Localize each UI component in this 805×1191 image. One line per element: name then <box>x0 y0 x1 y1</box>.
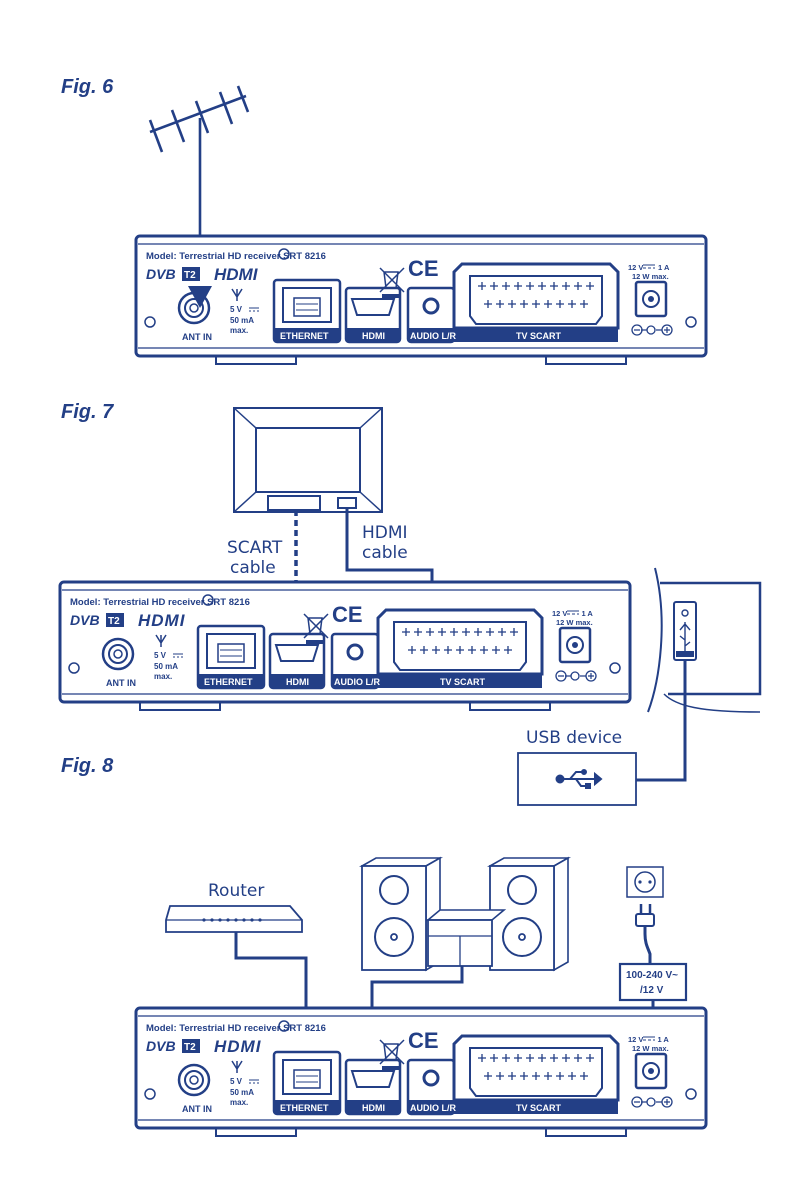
usb-device <box>517 752 637 806</box>
router-label: Router <box>208 881 264 901</box>
dvb-t2-badge: T2 <box>184 270 196 281</box>
model-label: Model: Terrestrial HD receiver SRT 8216 <box>146 251 326 262</box>
receiver-text-master: Model: Terrestrial HD receiver SRT 8216 … <box>146 251 670 342</box>
power-watts: 12 W max. <box>632 272 669 281</box>
ant-in-label: ANT IN <box>182 332 212 342</box>
figure-7-title: Fig. 7 <box>61 401 114 423</box>
scart-cable-label-2: cable <box>230 558 276 578</box>
ethernet-label: ETHERNET <box>280 331 329 341</box>
power-amps: 1 A <box>658 263 670 272</box>
dvb-logo: DVB <box>146 266 176 282</box>
antenna-icon <box>148 85 250 286</box>
hifi-system-icon <box>358 856 572 972</box>
power-adapter: 100-240 V~ /12 V <box>618 962 688 1002</box>
hdmi-port-label: HDMI <box>362 331 385 341</box>
ce-mark: CE <box>408 256 439 281</box>
receiver-fig6: Model: Terrestrial HD receiver SRT 8216 … <box>134 234 708 366</box>
ant-voltage: 5 V <box>230 305 243 314</box>
usb-cable <box>636 660 687 782</box>
hdmi-cable-label-2: cable <box>362 543 408 563</box>
ant-current: 50 mA <box>230 316 254 325</box>
router-icon <box>165 905 303 933</box>
arrow-down-icon <box>188 286 212 308</box>
receiver-side-usb <box>647 567 762 713</box>
usb-device-label: USB device <box>526 728 622 748</box>
audio-label: AUDIO L/R <box>410 331 456 341</box>
receiver-fig7 <box>58 580 632 712</box>
wall-outlet-icon <box>626 866 664 898</box>
scart-label: TV SCART <box>516 331 562 341</box>
power-plug-icon <box>635 904 655 966</box>
tv-icon <box>233 407 383 513</box>
usb-icon <box>555 769 603 789</box>
receiver-fig8 <box>134 1006 708 1138</box>
usb-symbol-icon <box>679 622 691 652</box>
scart-cable-label-1: SCART <box>227 538 283 558</box>
ant-max: max. <box>230 326 248 335</box>
adapter-label-1: 100-240 V~ <box>626 970 678 981</box>
hdmi-logo: HDMI <box>214 265 259 284</box>
ethernet-cable <box>234 932 308 1042</box>
power-volts: 12 V <box>628 263 643 272</box>
hdmi-cable-label-1: HDMI <box>362 523 408 543</box>
figure-6-title: Fig. 6 <box>61 76 114 98</box>
adapter-label-2: /12 V <box>640 985 664 996</box>
figure-8-title: Fig. 8 <box>61 755 114 777</box>
